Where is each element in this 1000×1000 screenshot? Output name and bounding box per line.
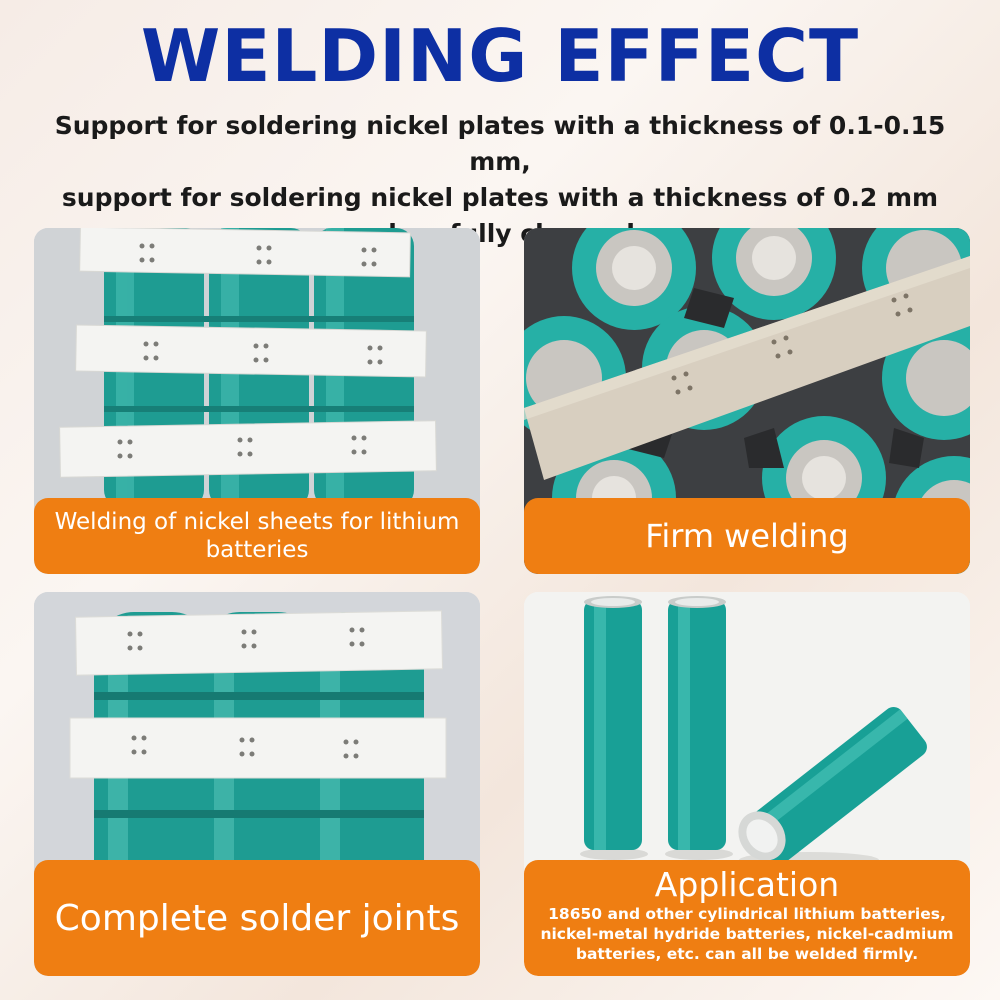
panel-application: Application 18650 and other cylindrical …	[524, 592, 970, 976]
panel-solder-joints: Complete solder joints	[34, 592, 480, 976]
page-title: WELDING EFFECT	[140, 14, 860, 98]
panel-label-text: Complete solder joints	[54, 897, 460, 939]
panel-label-text: Firm welding	[645, 517, 849, 555]
subtitle-line-2: support for soldering nickel plates with…	[61, 183, 939, 212]
panel-firm-welding: Firm welding	[524, 228, 970, 574]
panel-label: Firm welding	[524, 498, 970, 574]
application-heading: Application	[654, 865, 840, 904]
application-body-line-2: nickel-metal hydride batteries, nickel-c…	[540, 925, 954, 943]
application-body-line-1: 18650 and other cylindrical lithium batt…	[548, 905, 946, 923]
panel-label-text: Welding of nickel sheets for lithium bat…	[54, 509, 460, 563]
panel-label: Welding of nickel sheets for lithium bat…	[34, 498, 480, 574]
subtitle-line-1: Support for soldering nickel plates with…	[54, 111, 946, 176]
panel-nickel-sheets: Welding of nickel sheets for lithium bat…	[34, 228, 480, 574]
panel-label: Complete solder joints	[34, 860, 480, 976]
panel-label: Application 18650 and other cylindrical …	[524, 860, 970, 976]
application-body-line-3: batteries, etc. can all be welded firmly…	[575, 945, 919, 963]
subtitle: Support for soldering nickel plates with…	[20, 108, 980, 252]
